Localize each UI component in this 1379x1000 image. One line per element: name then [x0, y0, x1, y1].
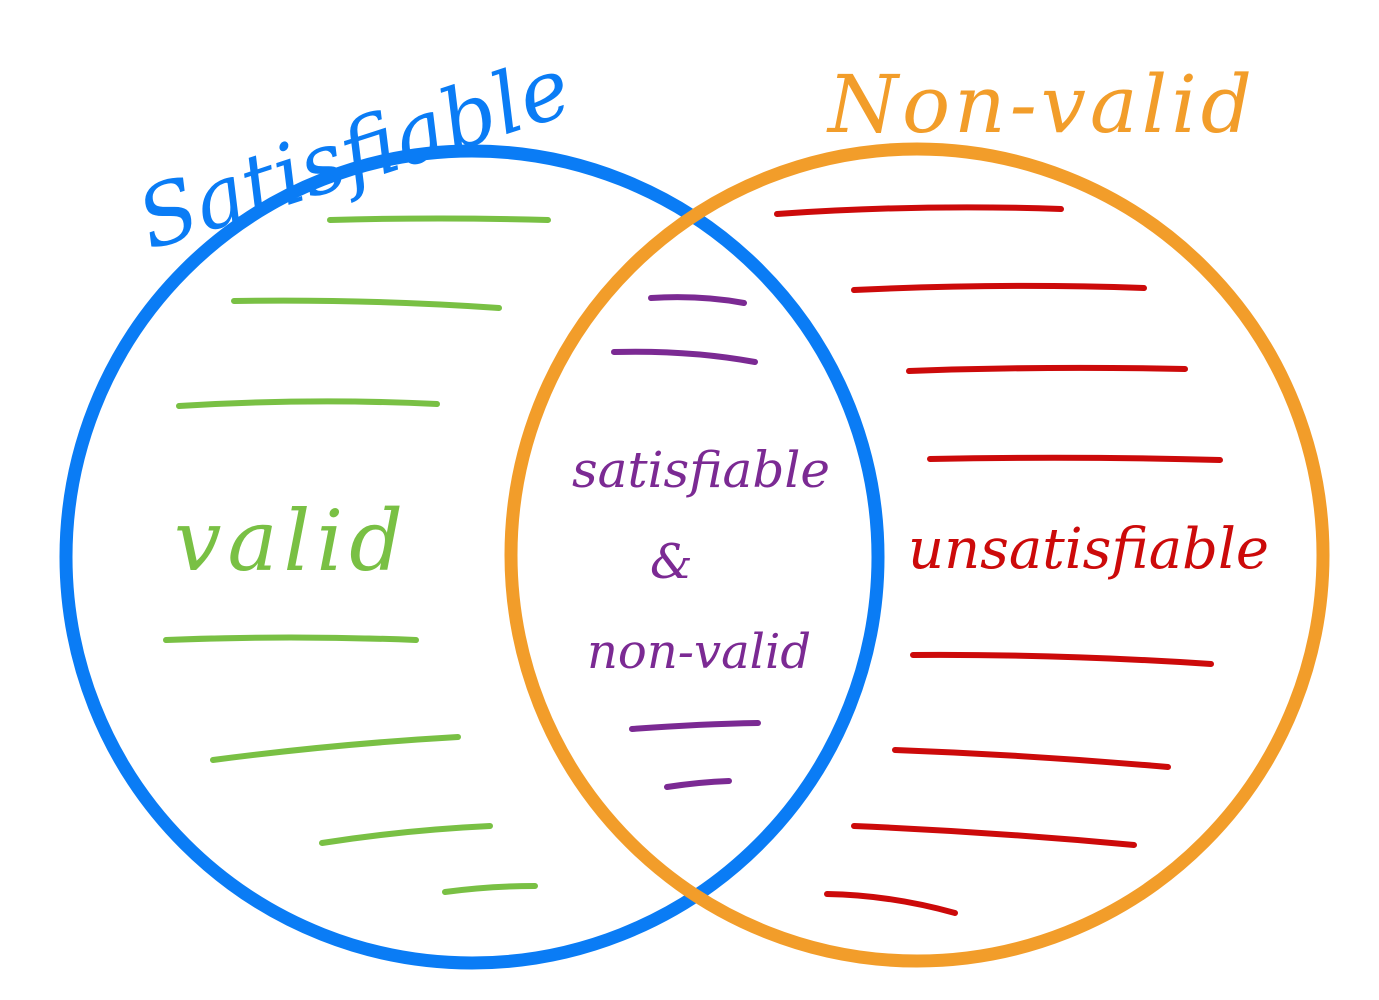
intersection-region	[611, 294, 761, 790]
valid-label: valid	[174, 492, 409, 590]
intersection-line	[664, 778, 732, 790]
valid-line	[327, 215, 551, 223]
valid-line	[210, 734, 461, 763]
intersection-line	[648, 294, 747, 306]
unsatisfiable-line	[927, 454, 1223, 463]
valid-line	[231, 297, 502, 311]
valid-line	[442, 883, 538, 895]
unsatisfiable-region	[774, 204, 1223, 916]
intersection-label-line2: &	[650, 534, 693, 590]
unsatisfiable-line	[910, 651, 1214, 667]
intersection-line	[629, 720, 761, 732]
valid-line	[176, 398, 440, 409]
unsatisfiable-line	[906, 364, 1188, 374]
unsatisfiable-line	[892, 747, 1171, 770]
valid-line	[319, 823, 493, 846]
intersection-label-line1: satisfiable	[572, 441, 830, 499]
intersection-label-line3: non-valid	[587, 624, 811, 680]
intersection-line	[611, 348, 758, 365]
valid-line	[163, 634, 419, 643]
satisfiable-circle	[59, 144, 885, 970]
non-valid-circle	[504, 142, 1330, 968]
unsatisfiable-label: unsatisfiable	[908, 517, 1269, 582]
unsatisfiable-line	[824, 891, 958, 916]
unsatisfiable-line	[851, 823, 1137, 848]
non-valid-title: Non-valid	[826, 58, 1256, 151]
unsatisfiable-line	[774, 204, 1064, 217]
valid-region	[163, 215, 551, 895]
unsatisfiable-line	[851, 282, 1147, 293]
